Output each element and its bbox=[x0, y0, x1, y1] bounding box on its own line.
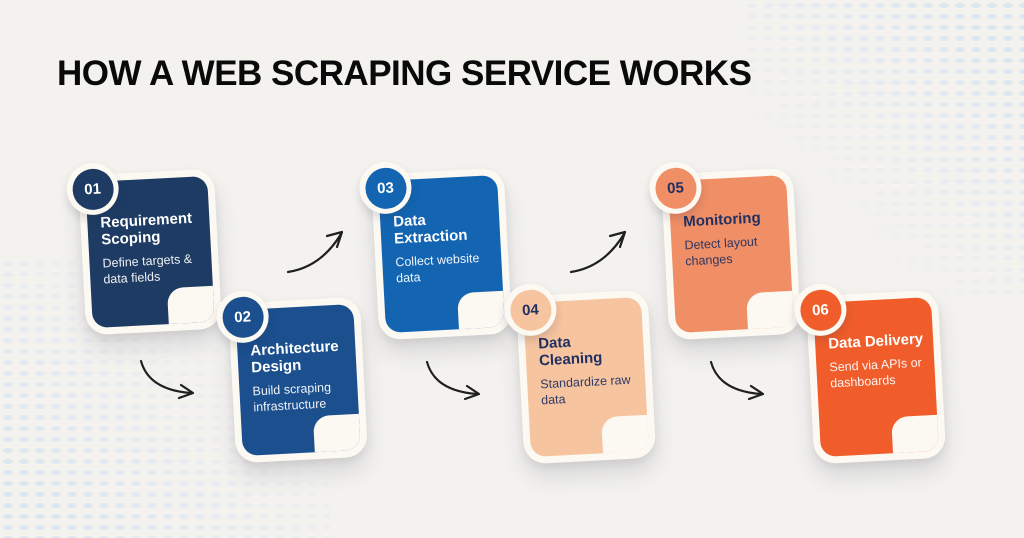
step-card-4: Data Cleaning Standardize raw data 04 bbox=[503, 282, 657, 465]
step-card-3: Data Extraction Collect website data 03 bbox=[358, 160, 513, 341]
card-corner-notch bbox=[166, 285, 215, 329]
card-corner-notch bbox=[457, 290, 505, 334]
flow-arrow-5-to-6 bbox=[706, 358, 772, 404]
step-description: Send via APIs or dashboards bbox=[829, 355, 923, 391]
step-number: 03 bbox=[363, 166, 408, 210]
flow-arrow-4-to-5 bbox=[566, 224, 632, 276]
step-description: Define targets & data fields bbox=[102, 251, 193, 287]
card-corner-notch bbox=[312, 413, 361, 456]
step-number: 02 bbox=[221, 295, 265, 339]
page-title: HOW A WEB SCRAPING SERVICE WORKS bbox=[57, 54, 752, 93]
step-number: 05 bbox=[653, 166, 698, 210]
step-description: Collect website data bbox=[395, 250, 480, 286]
step-title: Requirement Scoping bbox=[99, 209, 193, 249]
step-description: Build scraping infrastructure bbox=[252, 380, 332, 415]
card-corner-notch bbox=[746, 290, 794, 333]
step-number: 06 bbox=[798, 288, 842, 332]
step-card-5: Monitoring Detect layout changes 05 bbox=[648, 160, 802, 341]
step-description: Standardize raw data bbox=[539, 372, 631, 408]
step-title: Monitoring bbox=[682, 209, 762, 231]
step-number: 01 bbox=[71, 167, 115, 211]
card-corner-notch bbox=[891, 414, 939, 457]
step-card-6: Data Delivery Send via APIs or dashboard… bbox=[793, 282, 947, 465]
step-title: Data Delivery bbox=[827, 330, 924, 353]
step-card-1: Requirement Scoping Define targets & dat… bbox=[65, 161, 223, 336]
step-card-2: Architecture Design Build scraping infra… bbox=[215, 289, 369, 464]
step-number: 04 bbox=[508, 288, 552, 332]
step-title: Data Cleaning bbox=[537, 333, 603, 370]
card-corner-notch bbox=[601, 414, 649, 457]
step-title: Data Extraction bbox=[392, 211, 468, 248]
flow-arrow-2-to-3 bbox=[283, 224, 349, 276]
step-title: Architecture Design bbox=[249, 337, 340, 377]
step-description: Detect layout changes bbox=[684, 234, 758, 269]
flow-arrow-3-to-4 bbox=[422, 358, 488, 404]
flow-arrow-1-to-2 bbox=[136, 358, 202, 402]
